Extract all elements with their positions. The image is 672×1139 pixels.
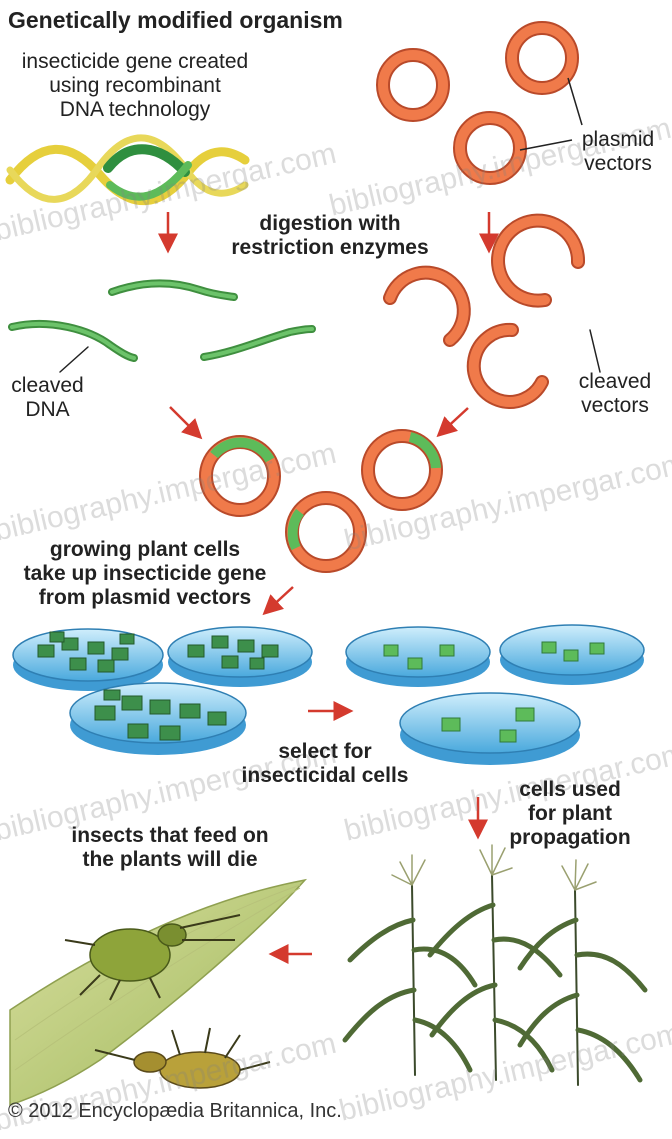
petri-dish	[167, 626, 313, 687]
corn-plant	[342, 854, 478, 1076]
petri-dish	[499, 624, 645, 685]
petri-dish	[399, 692, 581, 765]
recombinant-plasmids	[199, 429, 443, 573]
beetle-insect	[64, 914, 241, 1001]
plasmid-vectors	[376, 21, 583, 185]
copyright-text: © 2012 Encyclopædia Britannica, Inc.	[8, 1100, 342, 1122]
dna-helix	[5, 134, 250, 206]
digestion-label: digestion with restriction enzymes	[231, 212, 429, 259]
petri-dish	[12, 628, 164, 691]
petri-dishes	[12, 624, 645, 765]
growing-cells-label: growing plant cells take up insecticide …	[23, 538, 267, 609]
insects-die-label: insects that feed on the plants will die	[71, 824, 269, 871]
plasmid-vectors-label: plasmid vectors	[581, 128, 655, 175]
petri-dish	[69, 682, 247, 755]
insecticide-gene-label: insecticide gene created using recombina…	[21, 50, 249, 121]
cleaved-vectors-label: cleaved vectors	[578, 370, 652, 417]
diagram-title: Genetically modified organism	[8, 7, 343, 33]
corn-plant	[517, 859, 648, 1086]
cells-used-label: cells used for plant propagation	[509, 778, 631, 849]
cleaved-dna-label: cleaved DNA	[11, 374, 84, 421]
corn-plant	[427, 844, 563, 1081]
cleaved-dna	[8, 279, 316, 373]
cleaved-vectors	[383, 213, 601, 409]
dead-beetle-insect	[94, 1027, 271, 1089]
petri-dish	[345, 626, 491, 687]
corn-plants	[342, 844, 648, 1086]
select-cells-label: select for insecticidal cells	[241, 740, 409, 787]
process-arrows	[158, 212, 499, 964]
